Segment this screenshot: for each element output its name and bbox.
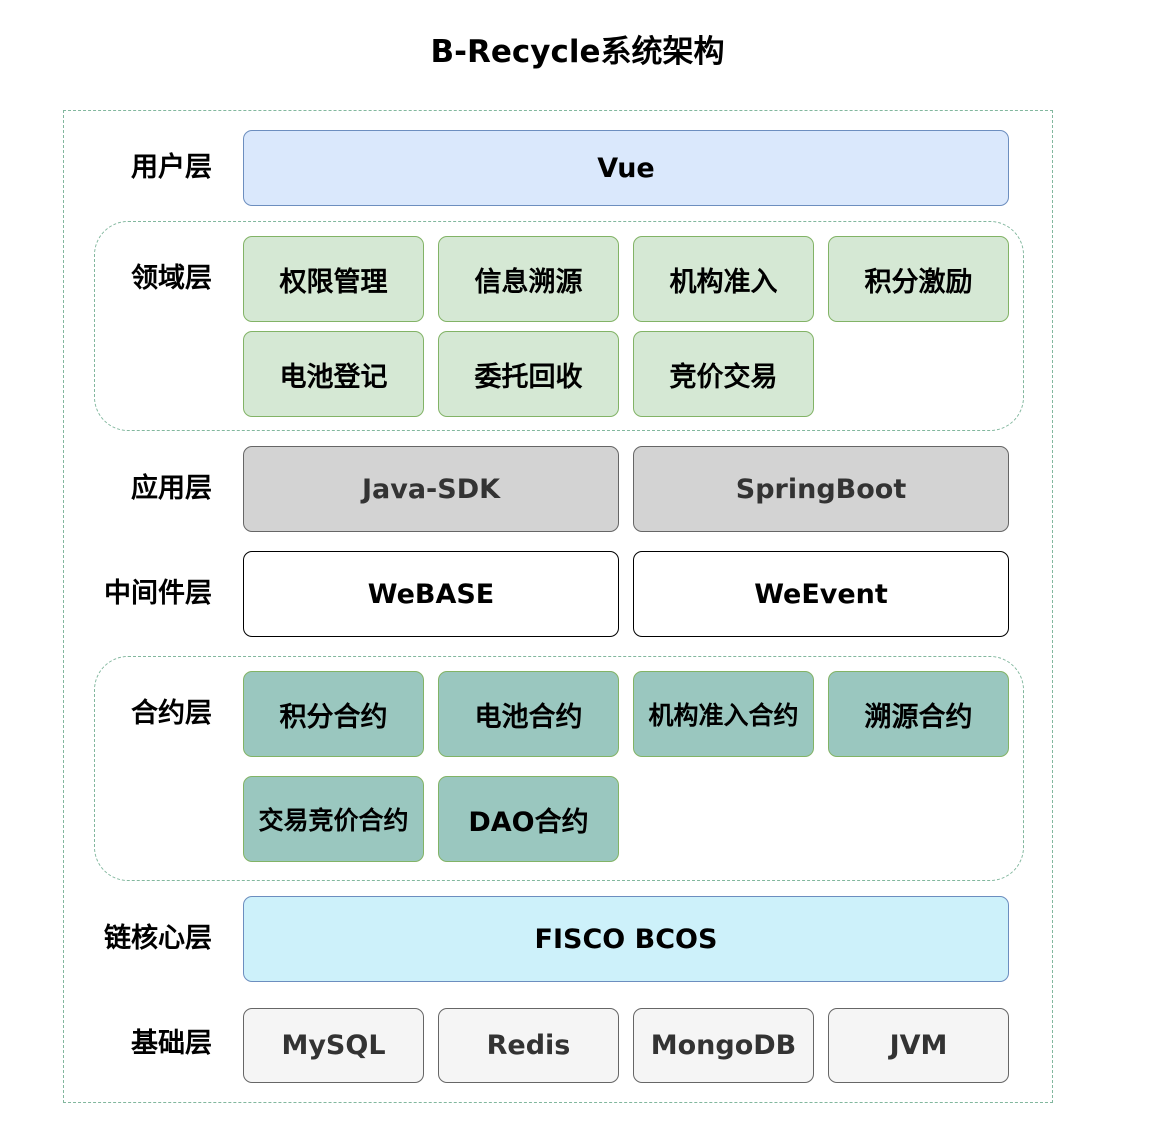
- box-mysql: MySQL: [243, 1008, 424, 1083]
- layer-label-middleware: 中间件层: [104, 578, 212, 609]
- layer-label-application: 应用层: [131, 473, 212, 504]
- layer-label-foundation: 基础层: [131, 1028, 212, 1059]
- box-dao-contract: DAO合约: [438, 776, 619, 862]
- box-webase: WeBASE: [243, 551, 619, 637]
- box-mongodb: MongoDB: [633, 1008, 814, 1083]
- box-fisco-bcos: FISCO BCOS: [243, 896, 1009, 982]
- box-entrusted-recycling: 委托回收: [438, 331, 619, 417]
- diagram-title: B-Recycle系统架构: [430, 34, 725, 70]
- box-battery-registration: 电池登记: [243, 331, 424, 417]
- box-traceability-contract: 溯源合约: [828, 671, 1009, 757]
- box-vue: Vue: [243, 130, 1009, 206]
- box-jvm: JVM: [828, 1008, 1009, 1083]
- layer-label-contract: 合约层: [131, 698, 212, 729]
- layer-label-chain-core: 链核心层: [104, 923, 212, 954]
- box-battery-contract: 电池合约: [438, 671, 619, 757]
- domain-layer-group: [94, 221, 1024, 431]
- box-points-incentive: 积分激励: [828, 236, 1009, 322]
- box-institution-access: 机构准入: [633, 236, 814, 322]
- layer-label-user: 用户层: [131, 152, 212, 183]
- box-weevent: WeEvent: [633, 551, 1009, 637]
- box-permission-management: 权限管理: [243, 236, 424, 322]
- box-bidding-trade-contract: 交易竞价合约: [243, 776, 424, 862]
- architecture-container: [63, 110, 1053, 1103]
- box-redis: Redis: [438, 1008, 619, 1083]
- box-points-contract: 积分合约: [243, 671, 424, 757]
- box-springboot: SpringBoot: [633, 446, 1009, 532]
- contract-layer-group: [94, 656, 1024, 881]
- box-institution-access-contract: 机构准入合约: [633, 671, 814, 757]
- layer-label-domain: 领域层: [131, 263, 212, 294]
- box-info-traceability: 信息溯源: [438, 236, 619, 322]
- box-bidding-trade: 竞价交易: [633, 331, 814, 417]
- box-java-sdk: Java-SDK: [243, 446, 619, 532]
